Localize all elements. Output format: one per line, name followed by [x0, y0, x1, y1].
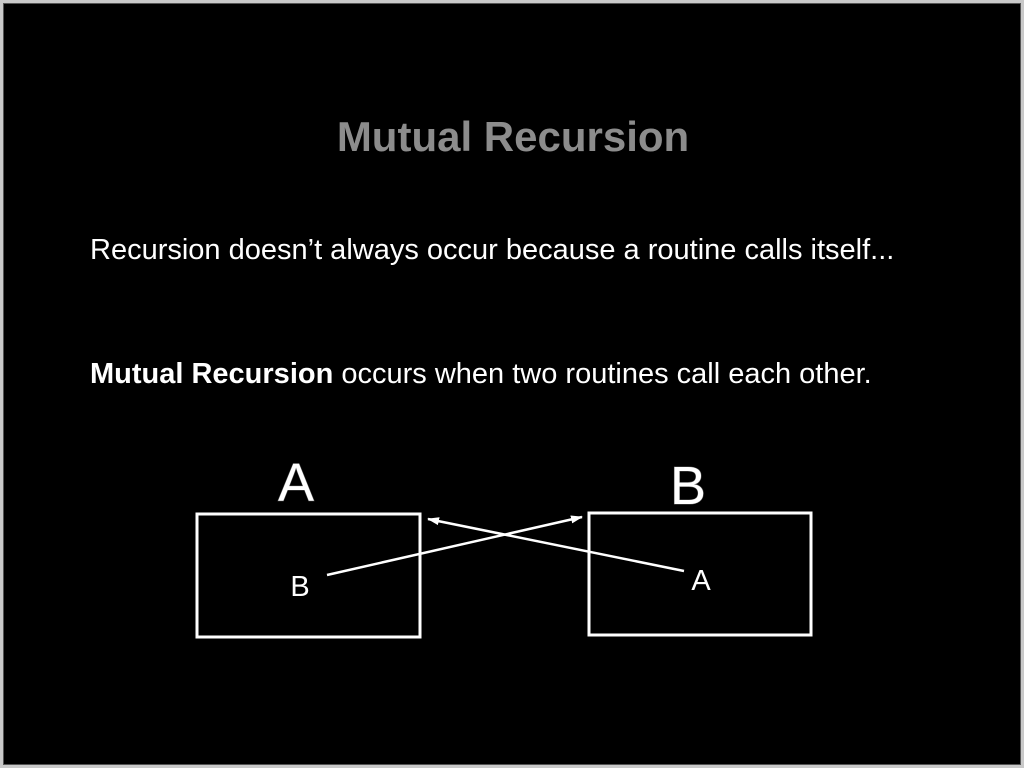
slide: Mutual Recursion Recursion doesn’t alway…: [3, 3, 1021, 765]
mutual-recursion-diagram: A B B A: [195, 453, 813, 639]
call-arrow-b-to-a: [427, 517, 685, 573]
call-arrow-a-to-b: [326, 515, 583, 577]
routine-b-name: B: [670, 456, 706, 516]
paragraph-mutual-recursion: Mutual Recursion occurs when two routine…: [90, 354, 986, 394]
slide-title: Mutual Recursion: [336, 113, 690, 160]
routine-b-box: [587, 511, 813, 637]
routine-a-name: A: [278, 453, 314, 513]
routine-a-box: [195, 512, 422, 639]
routine-b-call-label: A: [691, 565, 711, 597]
routine-a-call-label: B: [290, 571, 309, 603]
term-mutual-recursion: Mutual Recursion: [90, 358, 334, 390]
paragraph-recursion-intro: Recursion doesn’t always occur because a…: [90, 234, 895, 266]
definition-text: occurs when two routines call each other…: [333, 358, 872, 390]
